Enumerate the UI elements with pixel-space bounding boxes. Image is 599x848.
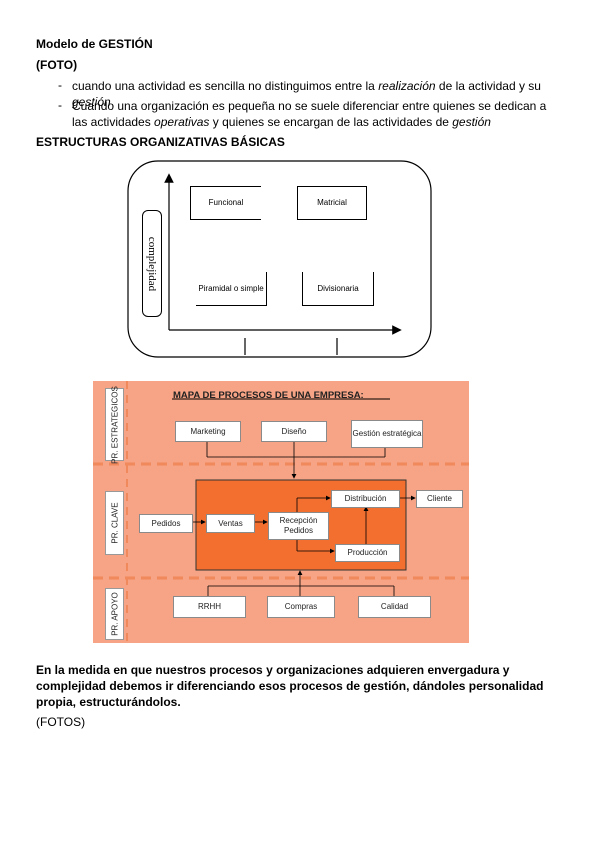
box-cliente: Cliente <box>416 490 463 508</box>
fotos-label: (FOTOS) <box>36 715 86 729</box>
box-ventas: Ventas <box>206 514 255 533</box>
lane-label-support: PR. APOYO <box>105 588 124 640</box>
bullet-1-part: realización <box>378 79 436 93</box>
box-divisionaria: Divisionaria <box>302 272 374 306</box>
bullet-2-part: gestión <box>452 115 491 129</box>
paragraph: En la medida en que nuestros procesos y … <box>36 663 544 709</box>
complejidad-label-box: complejidad <box>142 210 162 317</box>
box-calidad: Calidad <box>358 596 431 618</box>
box-pedidos: Pedidos <box>139 514 193 533</box>
bullet-2: Cuando una organización es pequeña no se… <box>72 98 552 130</box>
doc-title: Modelo de GESTIÓN <box>36 37 153 51</box>
bullet-1-part: de la actividad y su <box>435 79 541 93</box>
process-map: MAPA DE PROCESOS DE UNA EMPRESA: PR. EST… <box>93 381 469 643</box>
lane-label-key: PR. CLAVE <box>105 491 124 555</box>
lane-label-text: PR. ESTRATEGICOS <box>110 385 119 464</box>
bullet-1-part: cuando una actividad es sencilla no dist… <box>72 79 379 93</box>
complejidad-label: complejidad <box>146 236 158 291</box>
section-heading: ESTRUCTURAS ORGANIZATIVAS BÁSICAS <box>36 135 285 149</box>
box-gestion-estrategica: Gestión estratégica <box>351 420 423 448</box>
structures-diagram: complejidad Funcional Matricial Piramida… <box>127 160 433 360</box>
bullet-2-part: operativas <box>154 115 210 129</box>
box-recepcion-pedidos: Recepción Pedidos <box>268 512 329 540</box>
bullet-marker: - <box>58 78 62 92</box>
box-compras: Compras <box>267 596 335 618</box>
box-matricial: Matricial <box>297 186 367 220</box>
box-marketing: Marketing <box>175 421 241 442</box>
box-rrhh: RRHH <box>173 596 246 618</box>
lane-label-text: PR. CLAVE <box>110 502 119 544</box>
box-funcional: Funcional <box>190 186 261 220</box>
bullet-1: cuando una actividad es sencilla no dist… <box>72 78 572 110</box>
box-piramidal: Piramidal o simple <box>196 272 267 306</box>
lane-label-text: PR. APOYO <box>110 592 119 636</box>
bullet-2-part: Cuando una organización es pequeña no se… <box>72 99 547 129</box>
bullet-1-part: gestión <box>72 95 111 109</box>
foto-label: (FOTO) <box>36 58 78 72</box>
box-distribucion: Distribución <box>331 490 400 508</box>
box-produccion: Producción <box>335 544 400 562</box>
lane-label-strategic: PR. ESTRATEGICOS <box>105 385 124 464</box>
structures-diagram-lines <box>127 160 432 358</box>
bullet-marker: - <box>58 98 62 112</box>
bullet-2-part: y quienes se encargan de las actividades… <box>209 115 453 129</box>
process-map-title: MAPA DE PROCESOS DE UNA EMPRESA: <box>173 390 364 401</box>
box-diseno: Diseño <box>261 421 327 442</box>
